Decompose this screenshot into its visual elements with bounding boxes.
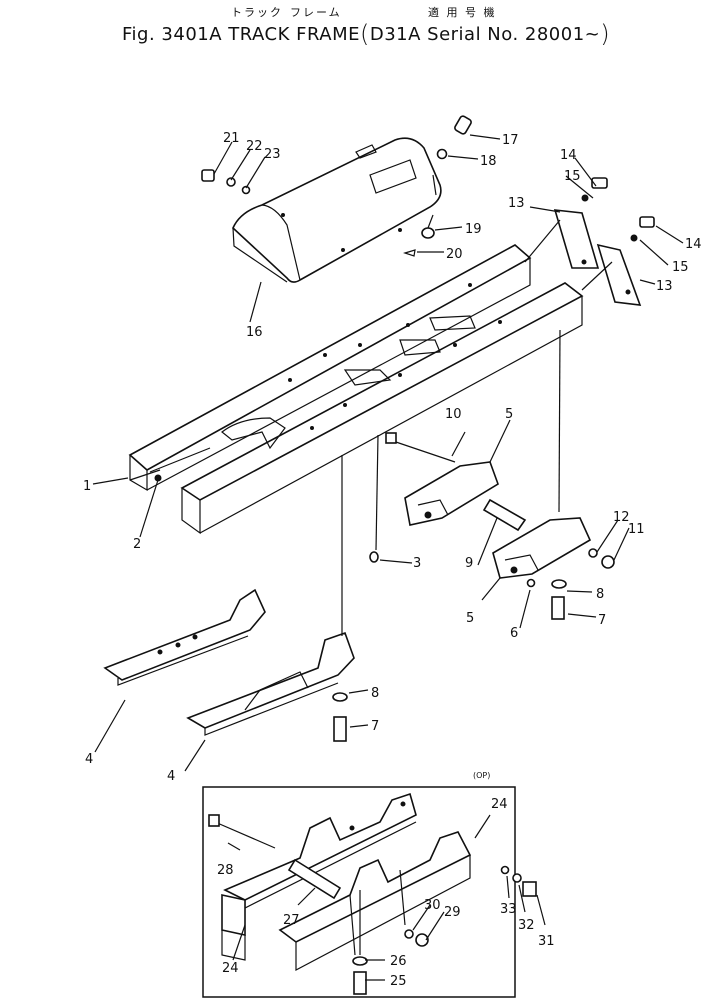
option-washer-33 <box>500 865 510 875</box>
option-pin-27 <box>287 858 342 900</box>
callout-13-lower: 13 <box>656 279 673 294</box>
callout-2: 2 <box>133 537 141 552</box>
track-guard-4-upper <box>103 588 266 686</box>
callout-31: 31 <box>538 934 555 949</box>
bracket-13-lower <box>596 243 642 306</box>
washer-6 <box>526 578 536 588</box>
washer-8-lower <box>332 692 348 702</box>
callout-26: 26 <box>390 954 407 969</box>
figure-title: Fig. 3401A TRACK FRAME(D31A Serial No. 2… <box>122 20 611 48</box>
callout-29: 29 <box>444 905 461 920</box>
washer-15-lower <box>630 234 638 242</box>
applicability-text: D31A Serial No. 28001~ <box>369 24 601 45</box>
callout-8-lower: 8 <box>371 686 379 701</box>
callout-22: 22 <box>246 139 263 154</box>
callout-17: 17 <box>502 133 519 148</box>
clamp-bracket-5-upper <box>404 461 499 526</box>
callout-16: 16 <box>246 325 263 340</box>
option-washer-30 <box>404 929 414 939</box>
option-bolt-25 <box>353 971 367 995</box>
callout-5-lower: 5 <box>466 611 474 626</box>
callout-20: 20 <box>446 247 463 262</box>
track-guard-4-lower <box>186 631 355 736</box>
through-bolt-10 <box>389 439 456 463</box>
callout-24-upper: 24 <box>491 797 508 812</box>
option-clamp-plate <box>221 894 246 961</box>
option-clamp-bar-lower <box>278 831 472 971</box>
bolt-21 <box>201 169 215 182</box>
washer-23 <box>241 185 251 195</box>
callout-19: 19 <box>465 222 482 237</box>
callout-7-lower: 7 <box>371 719 379 734</box>
option-bolt-28-head <box>208 814 220 827</box>
option-washer-32 <box>512 873 522 883</box>
option-bolt-31 <box>522 881 537 897</box>
callouts: 1 2 3 4 4 5 5 6 7 7 8 8 9 10 11 12 13 13… <box>83 131 702 989</box>
callout-11: 11 <box>628 522 645 537</box>
callout-14-upper: 14 <box>560 148 577 163</box>
callout-15-upper: 15 <box>564 169 581 184</box>
callout-21: 21 <box>223 131 240 146</box>
callout-8-upper: 8 <box>596 587 604 602</box>
leader-lines <box>92 134 684 772</box>
callout-18: 18 <box>480 154 497 169</box>
callout-4-upper: 4 <box>85 752 93 767</box>
washer-15-upper <box>581 194 589 202</box>
figure-title-text: Fig. 3401A TRACK FRAME <box>122 24 360 45</box>
callout-33: 33 <box>500 902 517 917</box>
bolt-17 <box>454 115 472 135</box>
option-frame <box>202 786 516 998</box>
nut-3 <box>369 551 379 563</box>
option-nut-29 <box>415 933 429 947</box>
bracket-13-upper <box>553 209 600 269</box>
title-katakana-track: トラック <box>231 6 283 19</box>
callout-4-lower: 4 <box>167 769 175 784</box>
callout-9: 9 <box>465 556 473 571</box>
callout-6: 6 <box>510 626 518 641</box>
track-frame <box>128 244 584 535</box>
title-katakana-frame: フレーム <box>290 6 342 19</box>
option-label: (OP) <box>473 771 490 780</box>
callout-14-lower: 14 <box>685 237 702 252</box>
callout-10: 10 <box>445 407 462 422</box>
roller-pin-9 <box>482 498 527 532</box>
bolt-14-lower <box>639 216 655 228</box>
washer-12 <box>588 548 598 558</box>
clamp-bracket-5-lower <box>492 517 592 579</box>
option-washer-26 <box>352 956 368 966</box>
nut-19 <box>421 227 435 239</box>
washer-8-upper <box>551 579 567 589</box>
pin-20 <box>403 249 416 257</box>
callout-7-upper: 7 <box>598 613 606 628</box>
bolt-7-lower <box>333 716 347 742</box>
washer-22 <box>226 177 236 187</box>
track-guard-cover <box>232 137 442 283</box>
callout-28: 28 <box>217 863 234 878</box>
callout-23: 23 <box>264 147 281 162</box>
bolt-7-upper <box>551 596 565 620</box>
callout-12: 12 <box>613 510 630 525</box>
callout-27: 27 <box>283 913 300 928</box>
callout-25: 25 <box>390 974 407 989</box>
callout-30: 30 <box>424 898 441 913</box>
through-bolt-10-head <box>385 432 397 444</box>
callout-32: 32 <box>518 918 535 933</box>
washer-18 <box>436 148 448 160</box>
option-leader-lines <box>227 814 546 981</box>
callout-13-upper: 13 <box>508 196 525 211</box>
callout-1: 1 <box>83 479 91 494</box>
callout-3: 3 <box>413 556 421 571</box>
callout-15-lower: 15 <box>672 260 689 275</box>
title-applicable-model-label: 適 用 号 機 <box>428 6 497 19</box>
option-bolt-28 <box>214 821 276 849</box>
callout-5-upper: 5 <box>505 407 513 422</box>
callout-24-lower: 24 <box>222 961 239 976</box>
nut-11 <box>601 555 615 569</box>
